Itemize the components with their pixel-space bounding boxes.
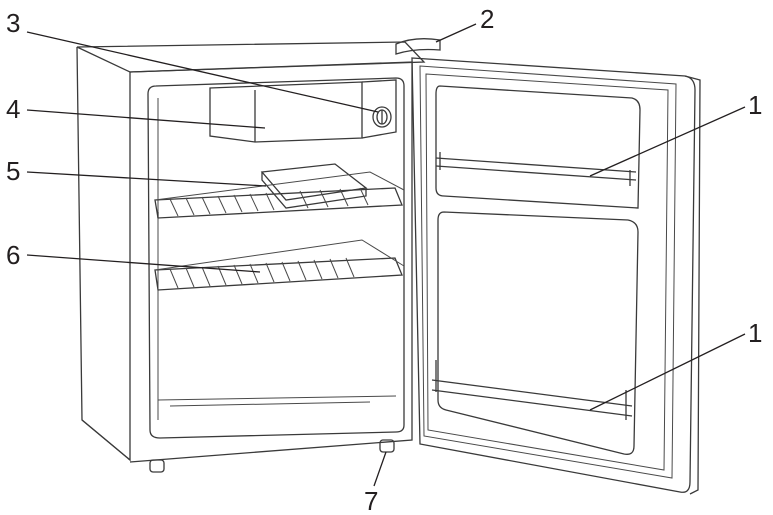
callout-2: 2 — [480, 4, 494, 34]
cabinet-foot-right — [379, 439, 395, 453]
callout-1-upper: 1 — [748, 90, 762, 120]
upper-wire-shelf — [154, 171, 405, 219]
lower-wire-shelf — [154, 239, 405, 291]
leader-lines — [26, 23, 746, 487]
leader-2 — [435, 23, 477, 43]
leader-1a — [589, 106, 746, 177]
leader-1b — [589, 333, 746, 411]
thermostat-knob — [372, 106, 392, 128]
drip-tray — [260, 163, 368, 209]
interior-compartment — [147, 77, 405, 439]
freezer-compartment — [209, 79, 397, 143]
callout-5: 5 — [6, 156, 20, 186]
callout-1-lower: 1 — [748, 318, 762, 348]
leader-3 — [26, 31, 379, 113]
door-hinge — [395, 38, 441, 55]
leader-5 — [26, 171, 267, 187]
callout-labels: 3 2 4 5 6 1 1 7 — [6, 4, 762, 515]
leader-6 — [26, 254, 261, 273]
refrigerator-door — [411, 57, 701, 495]
callout-3: 3 — [6, 8, 20, 38]
leader-7 — [373, 451, 387, 487]
leader-4 — [26, 109, 266, 129]
cabinet-body — [76, 41, 426, 473]
callout-4: 4 — [6, 94, 20, 124]
callout-6: 6 — [6, 240, 20, 270]
callout-7: 7 — [364, 486, 378, 515]
cabinet-foot-left — [149, 459, 165, 473]
